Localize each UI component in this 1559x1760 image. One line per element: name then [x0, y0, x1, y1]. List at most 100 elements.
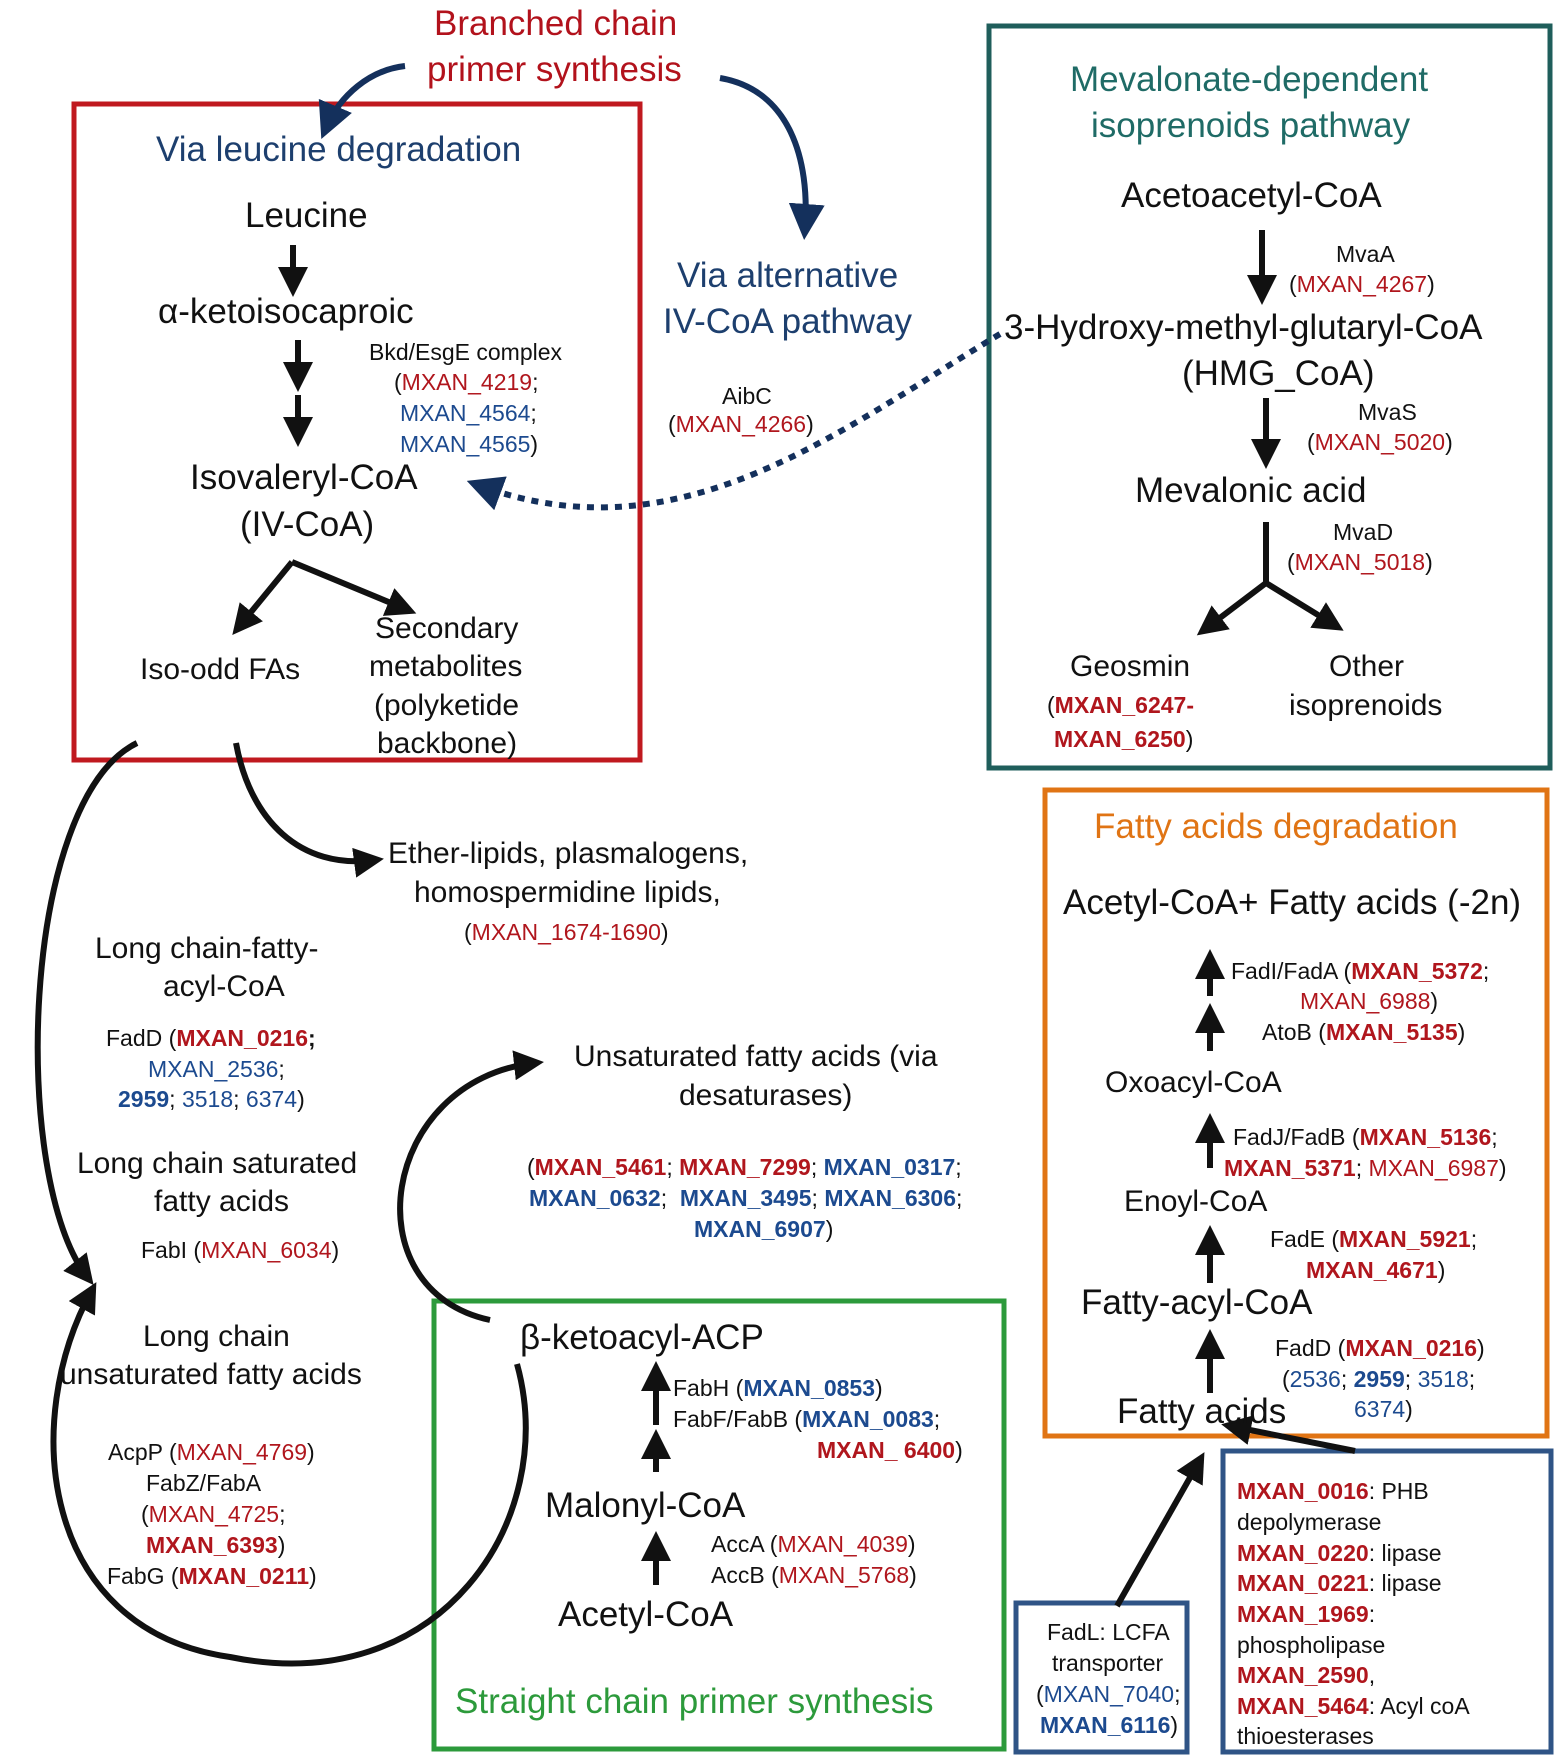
fadd-right-line2: (2536; 2959; 3518; — [1282, 1366, 1476, 1392]
gene-mxan-0853: MXAN_0853 — [743, 1375, 875, 1401]
fabz-gene-line1: (MXAN_4725; — [141, 1501, 286, 1527]
unsaturated-fatty-acids-line2: desaturases) — [679, 1079, 853, 1112]
gene-6374-right: 6374 — [1354, 1396, 1406, 1422]
gene-mxan-6250: MXAN_6250 — [1054, 726, 1186, 752]
bkd-esge-enzyme: Bkd/EsgE complex — [369, 339, 563, 365]
enzyme-row-6b: thioesterases — [1237, 1723, 1374, 1749]
comma: , — [1368, 1662, 1376, 1688]
geosmin-gene-line2: MXAN_6250) — [1054, 726, 1194, 752]
acca-enzyme: AccA — [711, 1531, 764, 1557]
mvaa-gene: (MXAN_4267) — [1289, 271, 1435, 297]
fadl-genes-line2: MXAN_6116) — [1040, 1712, 1179, 1738]
arrow-mevalonic-to-geosmin — [1196, 580, 1268, 636]
beta-ketoacyl-acp-node: β-ketoacyl-ACP — [520, 1318, 764, 1357]
mvas-enzyme: MvaS — [1358, 399, 1417, 425]
gene-mxan-6116: MXAN_6116 — [1040, 1712, 1171, 1738]
enzyme-row-3: MXAN_0221: lipase — [1237, 1569, 1442, 1599]
enzyme-row-4b: phospholipase — [1237, 1632, 1386, 1658]
acpp-line: AcpP (MXAN_4769) — [108, 1439, 315, 1465]
leucine-node: Leucine — [245, 196, 368, 235]
fabh-line: FabH (MXAN_0853) — [673, 1375, 883, 1401]
fade-line2: MXAN_4671) — [1306, 1257, 1446, 1283]
enoyl-coa-node: Enoyl-CoA — [1124, 1185, 1268, 1218]
desaturase-genes-line1: (MXAN_5461; MXAN_7299; MXAN_0317; — [527, 1154, 962, 1180]
enzyme-row-6: MXAN_5464: Acyl coA — [1237, 1692, 1470, 1722]
curve-isoodd-to-longchain — [34, 740, 139, 1286]
fabz-gene-line2: MXAN_6393) — [146, 1532, 286, 1558]
other-isoprenoids-line2: isoprenoids — [1289, 689, 1443, 722]
curve-ketoacyl-to-unsaturated — [397, 1050, 544, 1323]
gene-mxan-0016: MXAN_0016 — [1237, 1478, 1369, 1504]
acetyl-coa-node: Acetyl-CoA — [558, 1595, 734, 1634]
desaturase-genes-line2: MXAN_0632; MXAN_3495; MXAN_6306; — [529, 1185, 963, 1211]
ether-lipids-line2: homospermidine lipids, — [414, 876, 721, 909]
mvas-gene: (MXAN_5020) — [1307, 429, 1453, 455]
ether-lipids-gene: (MXAN_1674-1690) — [464, 919, 669, 945]
curve-unsaturated-loop — [50, 1282, 529, 1667]
fabh-enzyme: FabH — [673, 1375, 730, 1401]
gene-mxan-4565: MXAN_4565 — [400, 431, 531, 457]
gene-mxan-6393: MXAN_6393 — [146, 1532, 278, 1558]
acpp-enzyme: AcpP — [108, 1439, 163, 1465]
fade-enzyme: FadE — [1270, 1226, 1325, 1252]
gene-mxan-1674-1690: MXAN_1674-1690 — [471, 919, 661, 945]
gene-mxan-0220: MXAN_0220 — [1237, 1540, 1369, 1566]
geosmin-gene-line1: (MXAN_6247- — [1047, 692, 1195, 718]
unsaturated-fatty-acids-line1: Unsaturated fatty acids (via — [574, 1040, 938, 1073]
gene-mxan-4267: MXAN_4267 — [1296, 271, 1428, 297]
long-chain-acyl-coa-line2: acyl-CoA — [163, 970, 285, 1003]
enzyme-row-4: MXAN_1969: — [1237, 1600, 1375, 1630]
ether-lipids-line1: Ether-lipids, plasmalogens, — [388, 837, 749, 870]
arrow-to-leucine-degradation — [318, 63, 406, 140]
fade-line1: FadE (MXAN_5921; — [1270, 1226, 1478, 1252]
fatty-acids-degradation-box — [1042, 787, 1550, 1439]
gene-mxan-0221: MXAN_0221 — [1237, 1570, 1369, 1596]
gene-2536-right: 2536 — [1289, 1366, 1341, 1392]
gene-2959-right: 2959 — [1353, 1366, 1405, 1392]
fadd-enzyme-right: FadD — [1275, 1335, 1332, 1361]
gene-mxan-4039: MXAN_4039 — [777, 1531, 908, 1557]
accb-enzyme: AccB — [711, 1562, 765, 1588]
aibc-enzyme: AibC — [722, 383, 772, 409]
gene-mxan-4769: MXAN_4769 — [176, 1439, 308, 1465]
atob-enzyme: AtoB — [1262, 1019, 1312, 1045]
bkd-genes-line3: MXAN_4565) — [400, 431, 539, 457]
secondary-metabolites-line4: backbone) — [377, 727, 518, 760]
hmg-coa-node: 3-Hydroxy-methyl-glutaryl-CoA — [1004, 308, 1483, 347]
gene-mxan-6034: MXAN_6034 — [201, 1237, 332, 1263]
fadl-line2: transporter — [1052, 1650, 1164, 1676]
arrow-ivcoa-to-isoodd — [232, 560, 295, 635]
gene-mxan-5464: MXAN_5464 — [1237, 1693, 1369, 1719]
fadd-enzyme-left: FadD — [106, 1025, 163, 1051]
gene-mxan-0211: MXAN_0211 — [178, 1563, 310, 1589]
desaturase-genes-line3: MXAN_6907) — [694, 1216, 834, 1242]
fabf-enzyme: FabF/FabB — [673, 1406, 789, 1432]
fabz-enzyme: FabZ/FabA — [146, 1470, 262, 1496]
leucine-box-title: Via leucine degradation — [156, 130, 522, 169]
branched-chain-title-line2: primer synthesis — [427, 50, 682, 89]
gene-mxan-2536-left: MXAN_2536 — [148, 1056, 279, 1082]
fadd-right-line3: 6374) — [1354, 1396, 1413, 1422]
gene-mxan-6907: MXAN_6907 — [694, 1216, 826, 1242]
gene-mxan-5020: MXAN_5020 — [1314, 429, 1446, 455]
fabf-line: FabF/FabB (MXAN_0083; — [673, 1406, 941, 1432]
aibc-gene: (MXAN_4266) — [668, 411, 814, 437]
gene-mxan-7040: MXAN_7040 — [1043, 1681, 1175, 1707]
gene-2959-left: 2959 — [118, 1086, 170, 1112]
alternative-pathway-line2: IV-CoA pathway — [663, 302, 913, 341]
arrow-fadl-to-fattyacids — [1114, 1452, 1205, 1608]
enzyme-row-2: MXAN_0220: lipase — [1237, 1539, 1442, 1569]
gene-mxan-5135: MXAN_5135 — [1325, 1019, 1458, 1045]
acca-line: AccA (MXAN_4039) — [711, 1531, 916, 1557]
bkd-genes-line2: MXAN_4564; — [400, 400, 537, 426]
acetyl-coa-fatty-acids-node: Acetyl-CoA+ Fatty acids (-2n) — [1063, 883, 1522, 922]
gene-mxan-4671: MXAN_4671 — [1306, 1257, 1438, 1283]
oxoacyl-coa-node: Oxoacyl-CoA — [1105, 1066, 1282, 1099]
gene-mxan-6247: MXAN_6247- — [1054, 692, 1195, 718]
mevalonate-pathway-box — [986, 23, 1553, 771]
other-isoprenoids-line1: Other — [1329, 650, 1405, 683]
gene-mxan-5136: MXAN_5136 — [1359, 1124, 1492, 1150]
bkd-genes-line1: (MXAN_4219; — [394, 369, 539, 395]
mvad-enzyme: MvaD — [1333, 519, 1394, 545]
fadi-enzyme: FadI/FadA — [1231, 958, 1338, 984]
